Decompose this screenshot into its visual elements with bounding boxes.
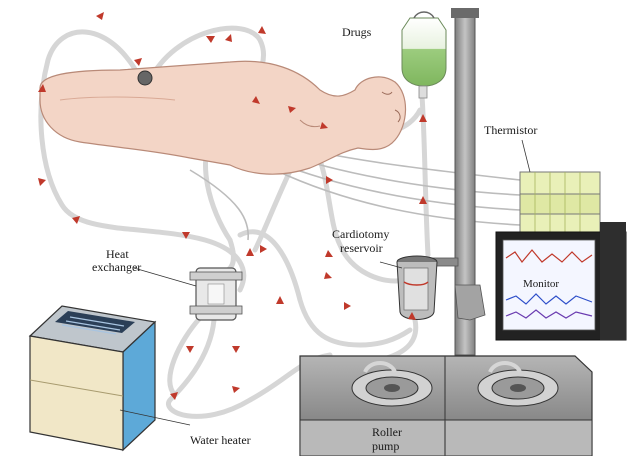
tube-exchanger-loop bbox=[167, 315, 203, 398]
label-roller-pump-1: Roller bbox=[372, 425, 402, 439]
heat-exchanger-leader bbox=[133, 267, 197, 287]
roller-pump bbox=[299, 355, 593, 456]
water-heater bbox=[28, 305, 157, 452]
label-cardiotomy-1: Cardiotomy bbox=[332, 227, 389, 241]
label-drugs: Drugs bbox=[342, 25, 372, 39]
tube-exchanger-to-pump bbox=[166, 317, 333, 419]
thermistor-leader bbox=[521, 139, 531, 173]
tubing bbox=[38, 25, 431, 419]
thermistor bbox=[519, 171, 601, 235]
water-heater-leader bbox=[119, 409, 191, 426]
flow-arrows bbox=[38, 12, 427, 400]
cardiotomy-leader bbox=[379, 261, 403, 269]
tube-chest-reservoir bbox=[317, 157, 408, 284]
iv-bag bbox=[401, 11, 447, 99]
label-heat-exchanger-2: exchanger bbox=[92, 260, 141, 274]
pump-head-right bbox=[477, 369, 559, 407]
cardiotomy-reservoir bbox=[396, 255, 438, 320]
iv-pole bbox=[429, 8, 486, 356]
patient-figure bbox=[39, 60, 407, 175]
label-monitor: Monitor bbox=[523, 278, 559, 290]
pump-head-left bbox=[351, 369, 433, 407]
label-cardiotomy-2: reservoir bbox=[340, 241, 383, 255]
tube-outer-loop bbox=[38, 29, 247, 293]
tube-venous bbox=[237, 229, 413, 348]
label-water-heater: Water heater bbox=[190, 433, 251, 447]
label-thermistor: Thermistor bbox=[484, 123, 537, 137]
tube-iv bbox=[419, 93, 431, 258]
label-roller-pump-2: pump bbox=[372, 439, 399, 453]
monitor bbox=[495, 222, 627, 341]
heat-exchanger bbox=[189, 267, 243, 321]
label-heat-exchanger-1: Heat bbox=[106, 247, 129, 261]
